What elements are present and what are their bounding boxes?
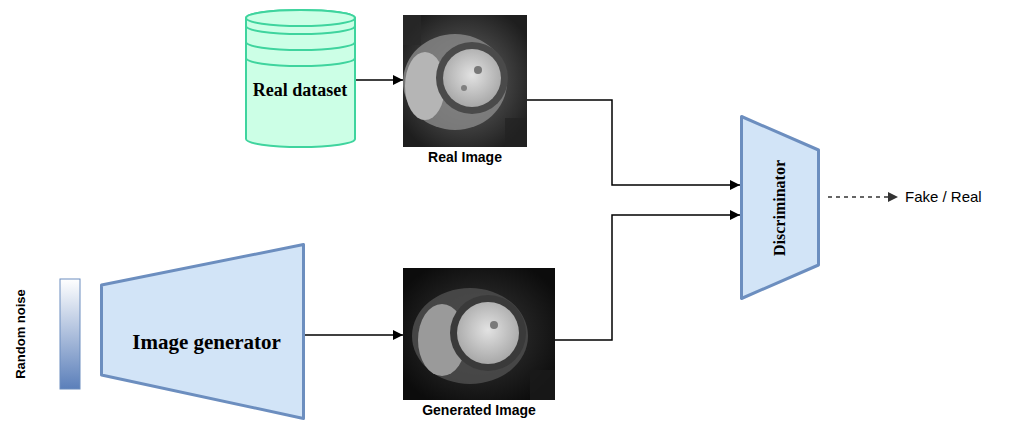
database-cylinder: Real dataset — [245, 10, 356, 147]
node-label: Discriminator — [771, 160, 789, 256]
noise-vector: Random noise — [8, 278, 82, 390]
image-caption: Real Image — [428, 149, 502, 165]
output-label: Fake / Real — [905, 188, 982, 205]
real-mri-picture — [403, 15, 527, 147]
generator-trapezoid: Image generator — [100, 243, 305, 420]
image-tile: Real Image — [403, 15, 527, 165]
image-tile: Generated Image — [403, 268, 555, 418]
image-caption: Generated Image — [422, 402, 536, 418]
cyl-outline — [245, 10, 356, 147]
flow-arrow — [356, 79, 404, 81]
discriminator-trapezoid: Discriminator — [740, 115, 820, 300]
node-label: Real dataset — [253, 80, 347, 101]
node-label: Random noise — [13, 289, 28, 379]
flow-arrow — [305, 334, 403, 336]
output-arrow — [828, 196, 898, 198]
generated-mri-picture — [403, 268, 555, 400]
flow-arrow — [527, 100, 740, 185]
flow-arrow — [555, 215, 740, 340]
node-label: Image generator — [132, 330, 281, 355]
